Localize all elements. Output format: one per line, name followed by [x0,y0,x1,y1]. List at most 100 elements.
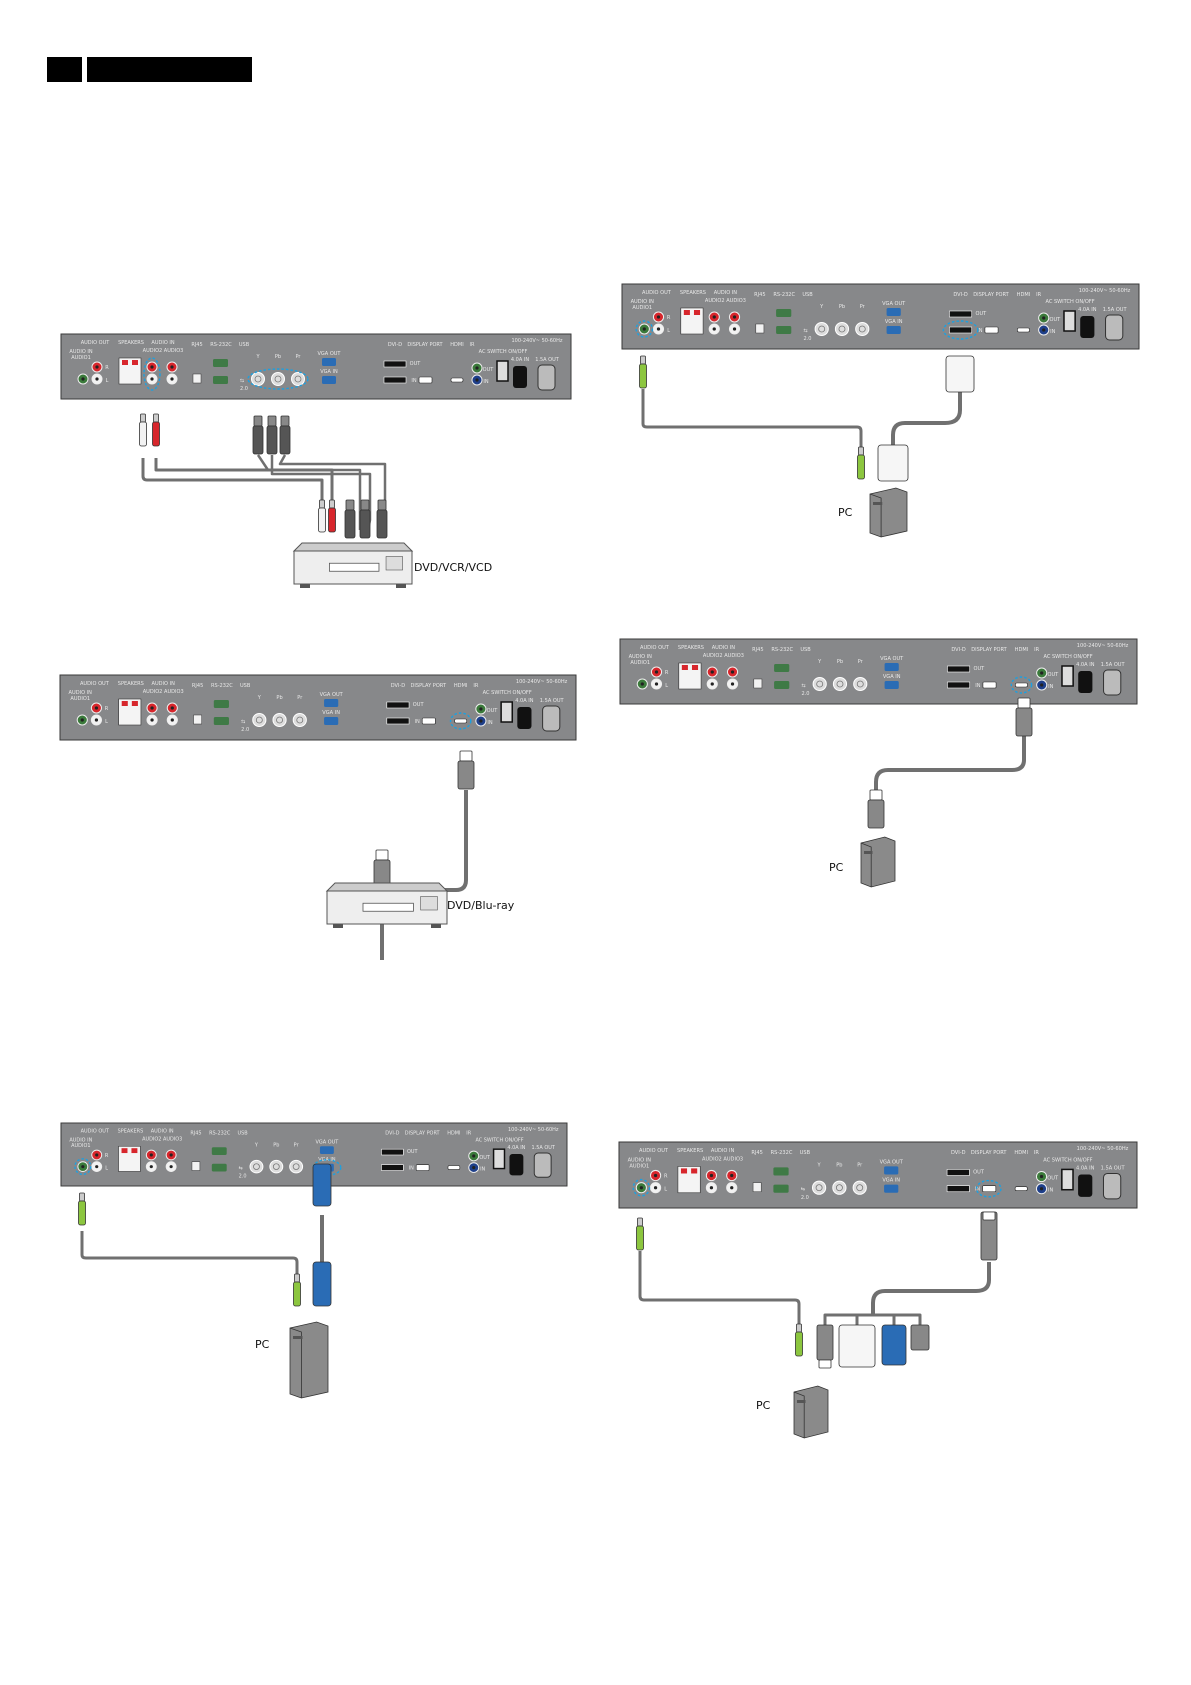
dvd-vcr-vcd-player-foot-r [396,584,406,588]
audio-out-l-jack-pin [95,1165,99,1169]
audio-out-r-jack-pin [656,315,661,319]
power-out-socket [1102,1172,1122,1200]
label-usb-version: 2.0 [801,691,809,697]
label-power-out: 1.5A OUT [535,357,560,363]
label-vga-in: VGA IN [322,710,340,716]
component-jack-1 [832,677,848,691]
label-usb: USB [237,1131,248,1137]
component-jack-2 [852,1180,867,1195]
label-dvi-out: OUT [975,311,987,317]
audio-out-r-jack-pin [653,1173,658,1178]
label-audio-in-1: AUDIO IN [629,654,653,660]
label-y: Y [257,695,262,701]
power-in-socket [1078,1174,1093,1197]
label-audio-in-1: AUDIO IN [69,690,93,696]
rj45-port [192,373,202,384]
label-hdmi: HDMI [447,1131,460,1137]
pc-tower-dvi-edge [869,493,882,537]
label-pb: Pb [839,304,845,310]
label-power-in: 4.0A IN [1076,1165,1095,1171]
rj45-port [191,1161,201,1171]
vga-plug-bottom [881,1324,907,1366]
label-audio-out: AUDIO OUT [80,681,110,687]
power-out-socket [1105,314,1124,341]
vga-out-port [324,699,339,707]
label-dvi-in: IN [415,719,421,725]
label-speakers: SPEAKERS [118,340,144,346]
label-usb-version: 2.0 [803,336,811,342]
component-jack-0 [249,1159,264,1174]
label-dvi-d: DVI-D [953,292,968,298]
label-audio2-audio3: AUDIO2 AUDIO3 [143,348,184,354]
audio-in-jack-pin [80,718,84,722]
label-pr: Pr [858,659,864,665]
label-dvi-d: DVI-D [951,1150,966,1156]
rca-plug-red-bottom [328,507,336,533]
label-usb: USB [239,342,250,348]
dvd-vcr-vcd-player-top [292,542,414,552]
label-power: 100-240V~ 50-60Hz [516,679,568,685]
highlight-audio-in-1 [632,1178,651,1197]
pc-tower-dp-drive [797,1400,806,1403]
dvi-in-port [946,1185,970,1193]
label-y: Y [819,304,824,310]
dvi-out-port [381,1148,404,1156]
audio-in2-l-jack-pin [149,1165,153,1169]
label-ir: IR [1036,292,1042,298]
pc-tower-dp-edge [793,1391,805,1438]
label-audio-out: AUDIO OUT [640,645,670,651]
label-power-in: 4.0A IN [1076,662,1095,668]
ir-out-jack-pin [1039,1174,1044,1179]
label-r: R [667,315,671,321]
audio-in-jack-pin [81,1165,85,1169]
label-y: Y [254,1142,258,1148]
vga-out-port [886,308,901,316]
audio-in3-l-jack-pin [730,1186,734,1190]
label-rj45: RJ45 [192,683,203,689]
dvi-out-port [947,665,971,673]
bnc-plug-y-top-tip [253,415,263,427]
label-dvi-in: IN [975,683,981,689]
label-audio2-audio3: AUDIO2 AUDIO3 [143,689,184,695]
label-power: 100-240V~ 50-60Hz [1077,1146,1129,1152]
pc-tower-hdmi-edge [860,842,872,887]
label-ac-switch: AC SWITCH ON/OFF [1043,654,1092,660]
audio-in3-l-jack-pin [170,718,174,722]
component-jack-2 [855,322,870,336]
label-vga-in: VGA IN [885,319,903,325]
label-l: L [665,683,668,689]
pc-tower-dp-body [793,1385,829,1439]
audio-out-l-jack-pin [656,327,661,331]
label-usb-version: 2.0 [241,727,249,733]
label-usb: USB [800,1150,811,1156]
displayport-port [982,1185,997,1193]
label-l: L [106,378,109,384]
hdmi-plug-bottom-tip [375,849,389,861]
component-jack-ring [294,375,302,383]
highlight-audio-in-1 [74,1158,92,1176]
component-jack-ring [255,716,263,724]
pc-tower-dp [793,1385,829,1439]
highlight-dvi-in [942,320,979,340]
label-audio2-audio3: AUDIO2 AUDIO3 [705,298,746,304]
audio-in3-r-jack-pin [732,315,737,319]
ir-out-jack-pin [1040,671,1044,675]
label-audio1: AUDIO1 [70,696,90,702]
panel-body [621,283,1140,350]
label-audio-in: AUDIO IN [711,1148,735,1154]
label-display-port: DISPLAY PORT [407,342,443,348]
ac-switch [1061,1168,1074,1191]
label-speakers: SPEAKERS [678,645,704,651]
usb-icon: ⇆ [241,719,245,725]
bnc-plug-pb-top-tip [267,415,277,427]
cable-multi-branch-2 [855,1315,896,1325]
label-rs232c: RS-232C [773,292,795,298]
label-usb: USB [240,683,251,689]
label-audio1: AUDIO1 [630,660,650,666]
label-ir: IR [1034,647,1040,653]
label-audio-in: AUDIO IN [712,645,736,651]
label-rj45: RJ45 [190,1131,201,1137]
rs232c-out-port [773,1167,789,1176]
